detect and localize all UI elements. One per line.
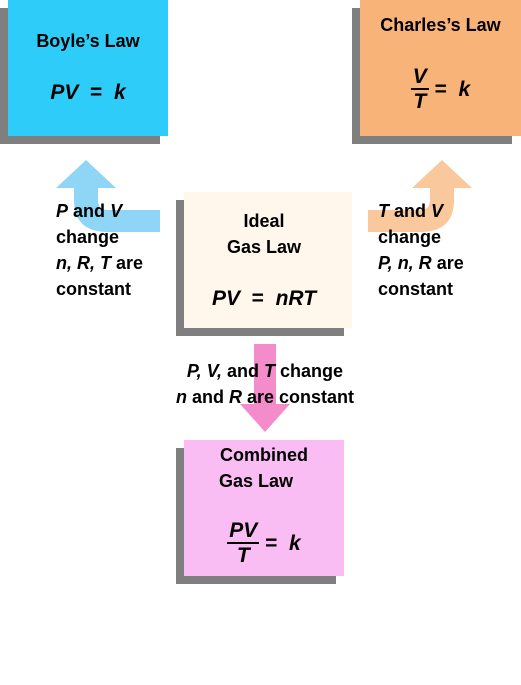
combined-numerator: PV	[227, 519, 260, 544]
right-label-line1: T and V	[378, 198, 498, 224]
combined-denominator: T	[236, 544, 250, 567]
left-arrow-shape	[56, 160, 160, 232]
right-var2: V	[431, 201, 444, 221]
left-label-line4: constant	[56, 279, 132, 299]
bottom-condition-label: P, V, and T change n and R are constant	[140, 358, 390, 410]
right-and: and	[394, 201, 427, 221]
bottom-and: and	[226, 361, 259, 381]
left-var2: V	[110, 201, 123, 221]
right-condition-label: T and V change P, n, R are constant	[378, 198, 498, 302]
charles-box: Charles’s Law V T = k	[360, 0, 521, 136]
charles-formula: V T = k	[360, 66, 521, 114]
bottom-and2: and	[191, 387, 224, 407]
left-constants: n, R, T	[56, 253, 111, 273]
combined-formula: PV T = k	[184, 520, 344, 568]
right-are: are	[436, 253, 464, 273]
bottom-are-constant: are constant	[247, 387, 355, 407]
ideal-formula: PV = nRT	[184, 286, 344, 312]
charles-formula-right: k	[458, 78, 471, 101]
combined-fraction: PV T	[227, 519, 260, 568]
ideal-title-line1: Ideal	[243, 211, 285, 231]
right-label-line4: constant	[378, 279, 454, 299]
down-arrow-shape	[240, 344, 290, 432]
left-var1: P	[56, 201, 69, 221]
boyle-formula-eq: =	[90, 81, 103, 104]
charles-formula-eq: =	[434, 78, 447, 101]
boyle-formula-right: k	[113, 81, 126, 104]
bottom-var3: T	[264, 361, 276, 381]
bottom-label-line2: n and R are constant	[140, 384, 390, 410]
boyle-formula-left: PV	[50, 81, 79, 104]
charles-denominator: T	[413, 90, 427, 113]
left-and: and	[73, 201, 106, 221]
bottom-n: n	[175, 387, 187, 407]
left-label-line3: n, R, T are	[56, 250, 166, 276]
bottom-r: R	[228, 387, 242, 407]
ideal-title-line2: Gas Law	[226, 237, 302, 257]
left-label-line1: P and V	[56, 198, 166, 224]
left-are: are	[116, 253, 144, 273]
combined-box: Combined Gas Law PV T = k	[184, 440, 344, 576]
right-label-line2: change	[378, 227, 442, 247]
ideal-box: Ideal Gas Law PV = nRT	[184, 192, 352, 328]
right-label-line3: P, n, R are	[378, 250, 498, 276]
ideal-formula-left: PV	[211, 287, 240, 310]
combined-formula-eq: =	[265, 532, 278, 555]
charles-title: Charles’s Law	[380, 15, 501, 35]
combined-formula-right: k	[289, 532, 301, 555]
charles-numerator: V	[410, 65, 429, 90]
charles-fraction: V T	[410, 65, 429, 114]
bottom-label-line1: P, V, and T change	[140, 358, 390, 384]
boyle-box: Boyle’s Law PV = k	[8, 0, 168, 136]
boyle-title: Boyle’s Law	[36, 31, 140, 51]
left-condition-label: P and V change n, R, T are constant	[56, 198, 166, 302]
right-constants: P, n, R	[378, 253, 432, 273]
bottom-vars: P, V,	[186, 361, 222, 381]
combined-title-line1: Combined	[220, 445, 308, 465]
combined-title-line2: Gas Law	[218, 471, 294, 491]
right-var1: T	[378, 201, 389, 221]
left-label-line2: change	[56, 227, 120, 247]
right-arrow-shape	[368, 160, 472, 232]
ideal-formula-eq: =	[251, 287, 264, 310]
bottom-change: change	[280, 361, 344, 381]
boyle-formula: PV = k	[8, 80, 168, 106]
ideal-formula-right: nRT	[275, 287, 317, 310]
